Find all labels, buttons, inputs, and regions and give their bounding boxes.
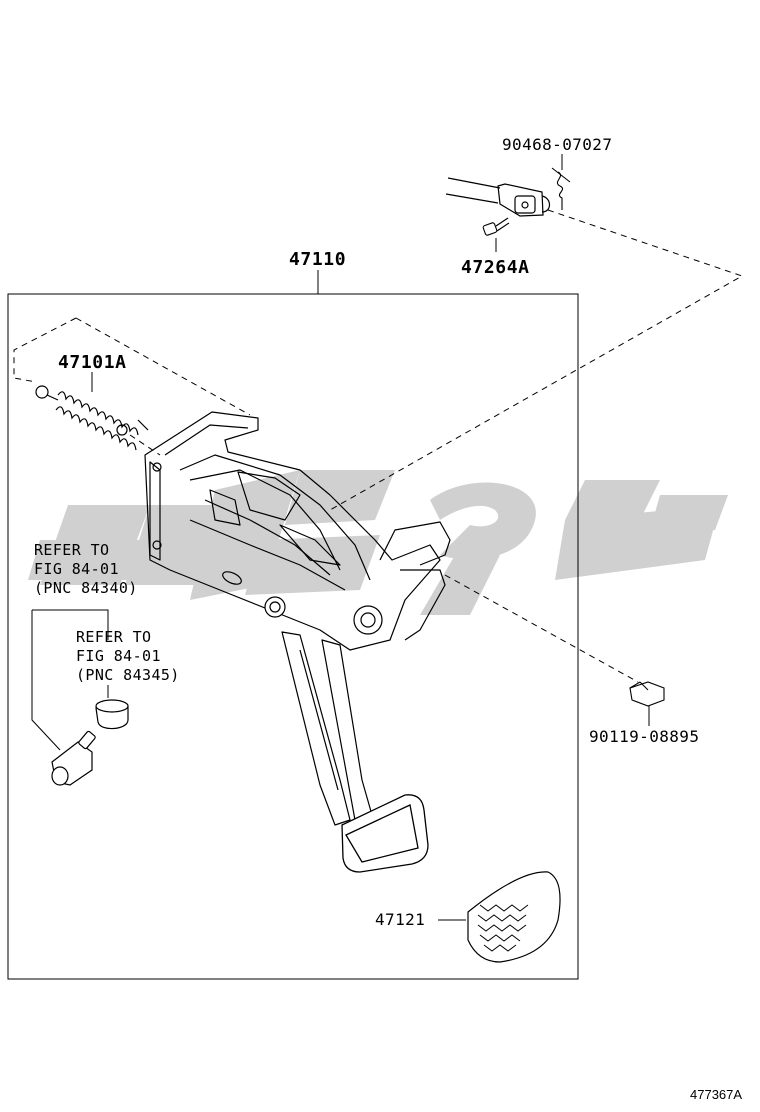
label-47264A[interactable]: 47264A: [461, 257, 530, 278]
refer-brackets: [31, 609, 109, 751]
label-47110[interactable]: 47110: [289, 249, 347, 270]
label-90468-07027[interactable]: 90468-07027: [502, 135, 613, 154]
refer-2-line2: FIG 84-01: [76, 647, 161, 665]
label-47121[interactable]: 47121: [375, 910, 426, 929]
cable-end: [445, 177, 551, 217]
dashed-guides: [13, 209, 744, 683]
refer-1-line3[interactable]: (PNC 84340): [34, 579, 138, 597]
pedal-cushion: [95, 699, 129, 730]
assembly-frame: [7, 293, 579, 980]
pedal-arm: [281, 631, 373, 826]
clevis-pin: [482, 217, 510, 236]
refer-1-line1: REFER TO: [34, 541, 110, 559]
pedal-bracket: [144, 411, 451, 651]
watermark-logo: [28, 470, 728, 615]
refer-2-line3[interactable]: (PNC 84345): [76, 666, 180, 684]
return-spring: [35, 385, 149, 451]
figure-code: 477367A: [690, 1087, 743, 1102]
label-47101A[interactable]: 47101A: [58, 352, 127, 373]
refer-1-line2: FIG 84-01: [34, 560, 119, 578]
bolt: [629, 681, 665, 707]
clip-pin: [551, 167, 571, 210]
pedal-pad: [467, 871, 561, 963]
stop-lamp-switch: [51, 730, 96, 786]
pedal-pad-mount: [341, 794, 429, 873]
refer-2-line1: REFER TO: [76, 628, 152, 646]
pivot-bushing: [264, 596, 383, 635]
label-90119-08895[interactable]: 90119-08895: [589, 727, 700, 746]
